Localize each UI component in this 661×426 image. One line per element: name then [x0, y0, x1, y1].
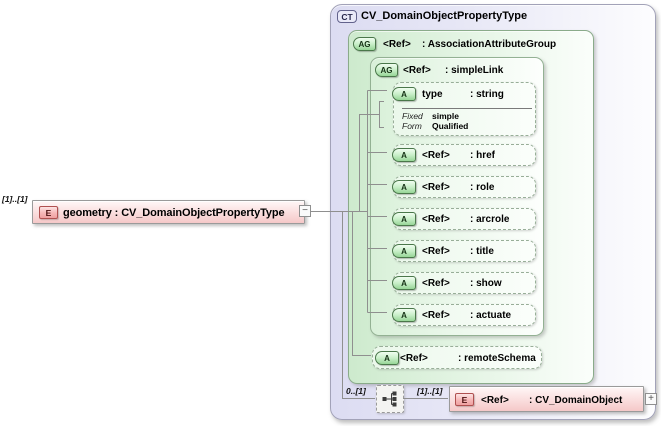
attribute-title[interactable]: A <Ref> : title — [392, 240, 536, 262]
attribute-ref: <Ref> — [422, 214, 450, 225]
attribute-ref: <Ref> — [422, 246, 450, 257]
facet-value: simple — [432, 111, 459, 121]
complex-type-box[interactable]: CT CV_DomainObjectPropertyType AG <Ref> … — [330, 4, 657, 420]
attribute-type[interactable]: A type : string Fixed simple Form Qualif… — [392, 82, 536, 136]
element-geometry-label: geometry : CV_DomainObjectPropertyType — [63, 207, 285, 219]
attribute-badge: A — [392, 87, 416, 101]
attribute-name: : href — [470, 150, 495, 161]
attribute-type-name: type — [422, 89, 443, 100]
simplelink-badge: AG — [375, 63, 398, 77]
attribute-group-ref: <Ref> — [383, 39, 411, 50]
attribute-name: : title — [470, 246, 494, 257]
element-cv-domainobject[interactable]: E <Ref> : CV_DomainObject — [449, 386, 644, 412]
collapse-button[interactable]: − — [299, 205, 311, 217]
attribute-badge: A — [375, 351, 399, 365]
attribute-name: : actuate — [470, 310, 512, 321]
simplelink-group-box[interactable]: AG <Ref> : simpleLink A type : string Fi… — [370, 57, 544, 336]
sequence-cardinality-right: [1]..[1] — [417, 386, 443, 396]
attribute-arcrole[interactable]: A <Ref> : arcrole — [392, 208, 536, 230]
element-badge: E — [39, 206, 58, 219]
attribute-remoteschema[interactable]: A <Ref> : remoteSchema — [372, 346, 542, 369]
attribute-name: : remoteSchema — [458, 353, 536, 364]
element-geometry[interactable]: E geometry : CV_DomainObjectPropertyType — [32, 200, 305, 224]
attribute-ref: <Ref> — [422, 278, 450, 289]
cardinality-label: [1]..[1] — [2, 194, 28, 204]
complex-type-title: CV_DomainObjectPropertyType — [361, 10, 528, 22]
attribute-name: : show — [470, 278, 502, 289]
element-badge: E — [455, 393, 474, 406]
attribute-type-datatype: : string — [470, 89, 504, 100]
attribute-badge: A — [392, 308, 416, 322]
attribute-group-badge: AG — [353, 37, 376, 51]
simplelink-ref: <Ref> — [403, 65, 431, 76]
complex-type-badge: CT — [337, 10, 357, 23]
attribute-ref: <Ref> — [422, 182, 450, 193]
sequence-compositor[interactable] — [376, 385, 404, 413]
simplelink-name: : simpleLink — [445, 65, 504, 76]
attribute-badge: A — [392, 212, 416, 226]
attribute-group-box[interactable]: AG <Ref> : AssociationAttributeGroup AG … — [348, 30, 594, 384]
element-name: : CV_DomainObject — [529, 395, 623, 406]
element-ref: <Ref> — [481, 395, 509, 406]
attribute-ref: <Ref> — [422, 310, 450, 321]
facet-value: Qualified — [432, 121, 469, 131]
attribute-badge: A — [392, 244, 416, 258]
attribute-href[interactable]: A <Ref> : href — [392, 144, 536, 166]
attribute-show[interactable]: A <Ref> : show — [392, 272, 536, 294]
attribute-badge: A — [392, 276, 416, 290]
sequence-cardinality-left: 0..[1] — [346, 386, 366, 396]
attribute-badge: A — [392, 148, 416, 162]
expand-button[interactable]: + — [645, 393, 657, 405]
attribute-role[interactable]: A <Ref> : role — [392, 176, 536, 198]
attribute-actuate[interactable]: A <Ref> : actuate — [392, 304, 536, 326]
sequence-icon — [382, 391, 397, 407]
attribute-ref: <Ref> — [400, 353, 428, 364]
attribute-name: : arcrole — [470, 214, 510, 225]
attribute-badge: A — [392, 180, 416, 194]
attribute-name: : role — [470, 182, 495, 193]
facet-label: Fixed — [402, 111, 423, 121]
facet-separator — [402, 108, 532, 109]
attribute-ref: <Ref> — [422, 150, 450, 161]
facet-label: Form — [402, 121, 422, 131]
attribute-group-name: : AssociationAttributeGroup — [422, 39, 557, 50]
